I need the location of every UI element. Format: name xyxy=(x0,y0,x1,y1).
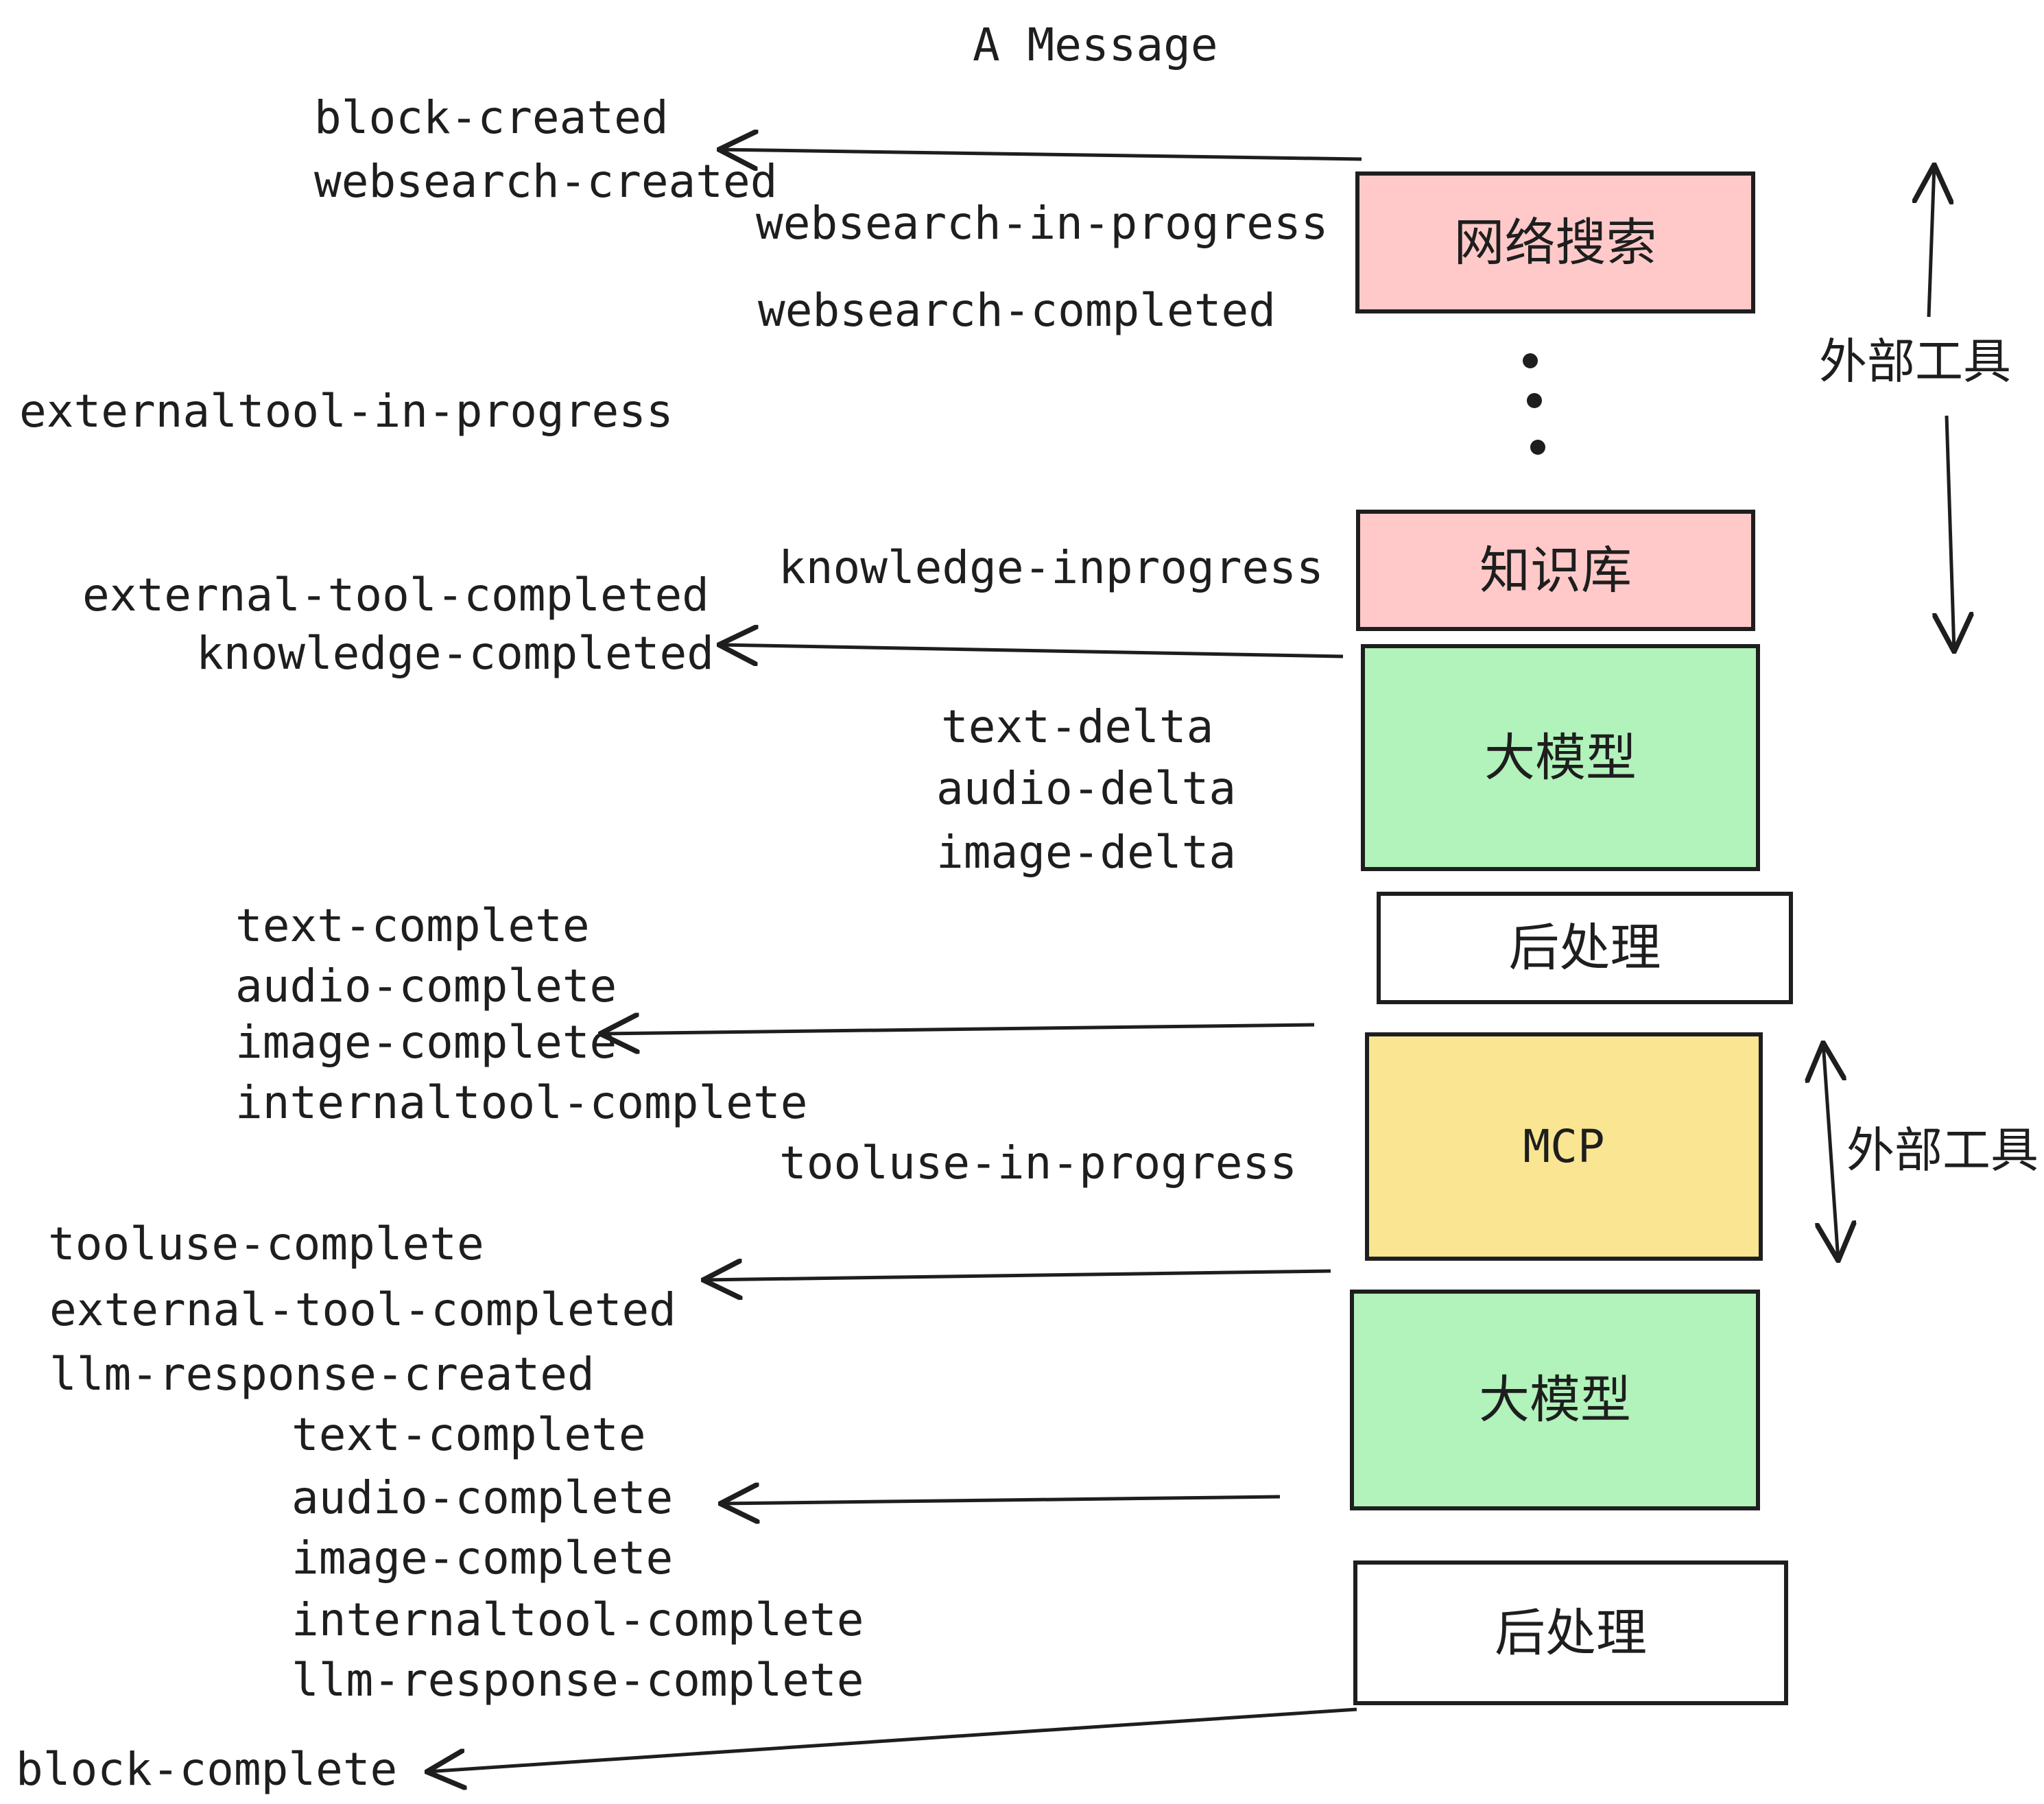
arrow-to-image-complete xyxy=(600,1025,1315,1034)
event-image-complete-2: image-complete xyxy=(292,1532,674,1585)
event-websearch-in-progress: websearch-in-progress xyxy=(756,197,1329,250)
event-tooluse-in-progress: tooluse-in-progress xyxy=(779,1137,1297,1189)
event-block-complete: block-complete xyxy=(16,1743,398,1796)
event-audio-delta-1: audio-delta xyxy=(936,762,1237,815)
arrow-to-tooluse-complete xyxy=(703,1271,1331,1280)
box-postprocess-1: 后处理 xyxy=(1377,892,1793,1004)
box-mcp: MCP xyxy=(1365,1032,1763,1261)
event-image-complete-1: image-complete xyxy=(235,1016,617,1069)
arrow-to-block-complete xyxy=(427,1707,1357,1772)
event-knowledge-completed: knowledge-completed xyxy=(196,627,714,680)
box-llm-1-label: 大模型 xyxy=(1484,728,1637,787)
ellipsis-dots xyxy=(1523,353,1545,455)
event-audio-complete-2: audio-complete xyxy=(292,1471,674,1524)
box-knowledge-label: 知识库 xyxy=(1479,541,1632,600)
event-knowledge-inprogress: knowledge-inprogress xyxy=(779,541,1324,594)
event-external-tool-completed-1: external-tool-completed xyxy=(82,569,709,621)
event-externaltool-in-progress: externaltool-in-progress xyxy=(19,385,674,438)
box-mcp-label: MCP xyxy=(1523,1119,1605,1173)
box-postprocess-2-label: 后处理 xyxy=(1495,1603,1647,1663)
box-postprocess-1-label: 后处理 xyxy=(1508,918,1661,977)
event-block-created: block-created xyxy=(314,91,669,144)
arrow-to-audio-complete xyxy=(720,1497,1281,1504)
external-tools-double-arrow xyxy=(1823,1043,1838,1261)
event-llm-response-created: llm-response-created xyxy=(49,1348,595,1401)
box-websearch-label: 网络搜索 xyxy=(1453,213,1657,272)
page-title: A Message xyxy=(973,19,1218,71)
event-internaltool-complete-2: internaltool-complete xyxy=(292,1593,864,1646)
box-llm-2-label: 大模型 xyxy=(1479,1370,1631,1429)
event-text-complete-1: text-complete xyxy=(235,899,590,952)
box-llm-1: 大模型 xyxy=(1361,644,1760,871)
box-postprocess-2: 后处理 xyxy=(1353,1560,1788,1705)
event-text-complete-2: text-complete xyxy=(292,1408,646,1461)
event-internaltool-complete-1: internaltool-complete xyxy=(235,1076,808,1129)
box-knowledge: 知识库 xyxy=(1356,510,1755,631)
event-text-delta-1: text-delta xyxy=(941,700,1214,753)
arrow-to-block-created xyxy=(719,150,1362,159)
event-llm-response-complete: llm-response-complete xyxy=(292,1654,864,1707)
box-llm-2: 大模型 xyxy=(1350,1290,1760,1510)
arrow-to-knowledge-completed xyxy=(719,645,1344,656)
event-image-delta-1: image-delta xyxy=(936,826,1237,879)
event-websearch-created: websearch-created xyxy=(314,155,778,208)
external-tools-label-2: 外部工具 xyxy=(1846,1122,2039,1178)
event-tooluse-complete: tooluse-complete xyxy=(48,1218,484,1270)
event-websearch-completed: websearch-completed xyxy=(758,284,1276,337)
external-tools-label-1: 外部工具 xyxy=(1819,333,2011,390)
external-tools-down-arrow xyxy=(1947,415,1954,652)
external-tools-up-arrow xyxy=(1929,165,1934,318)
event-external-tool-completed-2: external-tool-completed xyxy=(49,1283,676,1336)
event-audio-complete-1: audio-complete xyxy=(235,960,617,1012)
box-websearch: 网络搜索 xyxy=(1355,171,1755,313)
